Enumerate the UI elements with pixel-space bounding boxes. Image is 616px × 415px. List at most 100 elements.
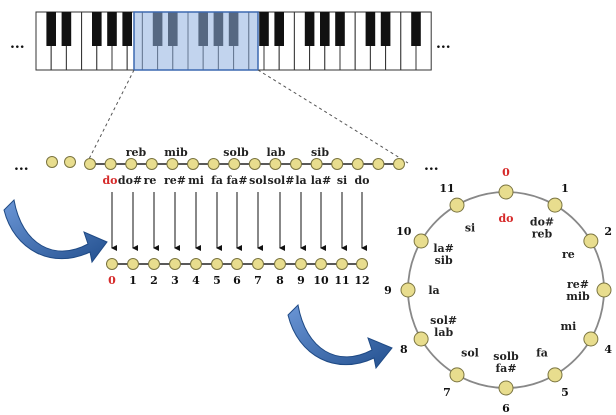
line-ellipsis-right: ...: [424, 158, 439, 174]
note-node: [290, 158, 302, 170]
note-node: [351, 158, 364, 170]
number-node: [295, 258, 307, 270]
flat-label: sib: [311, 146, 329, 159]
number-label: 7: [254, 274, 262, 287]
circle-number: 10: [396, 225, 412, 238]
circle-node: [596, 282, 612, 298]
number-node: [274, 258, 286, 270]
projection-line-left: [86, 69, 135, 164]
flat-label: lab: [267, 146, 286, 159]
number-node: [106, 258, 118, 270]
note-node: [84, 158, 96, 170]
circle-note-name: fa#: [495, 362, 516, 375]
black-key: [107, 12, 117, 46]
note-node: [104, 158, 117, 170]
number-node: [190, 258, 202, 270]
flat-label: reb: [126, 146, 147, 159]
number-label: 1: [129, 274, 137, 287]
circle-number: 4: [604, 343, 612, 356]
note-node: [207, 158, 220, 170]
note-label: la#: [311, 174, 332, 187]
number-label: 9: [297, 274, 305, 287]
note-node: [269, 158, 282, 170]
circle-number: 7: [443, 386, 451, 399]
circle-node: [449, 367, 465, 383]
circle-node: [413, 233, 429, 249]
note-node: [228, 158, 241, 170]
circle-note-name: re#: [567, 278, 589, 291]
circle-note-name: mi: [560, 320, 576, 333]
mapping-arrows: [111, 192, 367, 251]
circle-number: 2: [604, 225, 612, 238]
line-ellipsis-left: ...: [14, 158, 29, 174]
number-nodes: [106, 258, 368, 270]
black-key: [46, 12, 56, 46]
number-node: [211, 258, 223, 270]
circle-number: 11: [439, 182, 454, 195]
keyboard-ellipsis-right: ...: [436, 36, 451, 52]
curved-arrow-1: [3, 198, 108, 264]
number-node: [231, 258, 243, 270]
black-key: [92, 12, 102, 46]
number-node: [148, 258, 160, 270]
circle-number: 0: [502, 166, 510, 179]
circle-note-name: la: [428, 284, 439, 297]
circle-number: 6: [502, 402, 510, 415]
number-label: 11: [334, 274, 349, 287]
black-key: [320, 12, 330, 46]
number-label: 6: [233, 274, 241, 287]
number-node: [127, 258, 139, 270]
circle-node: [498, 380, 514, 396]
octave-highlight: [133, 11, 259, 71]
note-node: [64, 156, 76, 168]
circle-note-name: do#: [530, 216, 554, 229]
black-key: [122, 12, 132, 46]
note-node: [372, 158, 385, 170]
circle-nodes: [400, 184, 612, 396]
circle-number: 8: [400, 343, 408, 356]
note-label: fa#: [226, 174, 247, 187]
note-label: do: [102, 174, 117, 187]
number-node: [336, 258, 348, 270]
circle-note-name: reb: [532, 228, 553, 241]
circle-note-name: sol: [461, 346, 479, 359]
flat-labels: reb mib solb lab sib: [126, 146, 330, 159]
circle-note-name: solb: [493, 350, 519, 363]
circle-node: [583, 233, 599, 249]
note-node: [166, 158, 179, 170]
number-node: [356, 258, 368, 270]
circle-note-name: la#: [433, 242, 454, 255]
note-node: [187, 158, 199, 170]
note-node: [248, 158, 261, 170]
number-label: 8: [276, 274, 284, 287]
circle-note-name: mib: [566, 290, 590, 303]
circle-number: 1: [561, 182, 569, 195]
note-label: re: [144, 174, 157, 187]
number-label: 12: [354, 274, 369, 287]
note-label: sol#: [268, 174, 295, 187]
number-node: [252, 258, 264, 270]
circle-note-name: si: [465, 222, 475, 235]
number-label: 3: [171, 274, 179, 287]
note-node: [46, 156, 58, 168]
note-node: [331, 158, 344, 170]
number-label: 10: [313, 274, 329, 287]
note-label: la: [295, 174, 306, 187]
note-label: si: [337, 174, 347, 187]
circle-labels: 0do1do#reb2re3re#mib4mi5fa6solbfa#7sol8s…: [384, 166, 612, 415]
note-label: fa: [211, 174, 223, 187]
note-node: [393, 158, 405, 170]
note-label: re#: [164, 174, 186, 187]
number-label: 5: [213, 274, 221, 287]
flat-label: mib: [164, 146, 188, 159]
flat-label: solb: [223, 146, 249, 159]
curved-arrow-2: [287, 303, 393, 370]
black-key: [380, 12, 391, 46]
note-node: [145, 158, 158, 170]
black-key: [259, 12, 269, 46]
note-label: mi: [188, 174, 204, 187]
